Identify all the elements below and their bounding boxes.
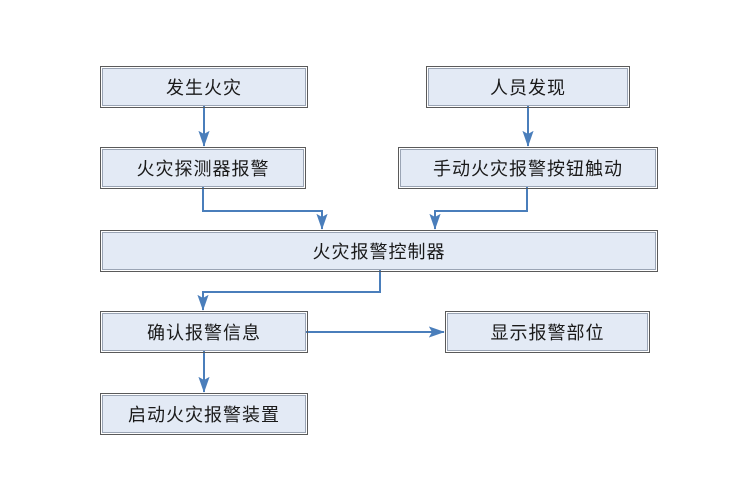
node-label-confirm: 确认报警信息 [147, 323, 261, 344]
edge-group [197, 106, 534, 393]
node-label-controller: 火灾报警控制器 [312, 242, 446, 263]
node-label-fire: 发生火灾 [166, 78, 242, 99]
node-label-detector: 火灾探测器报警 [136, 159, 270, 180]
node-display[interactable]: 显示报警部位 [445, 311, 650, 353]
node-controller[interactable]: 火灾报警控制器 [100, 230, 658, 272]
connector-detector-to-controller [202, 187, 328, 230]
node-fire[interactable]: 发生火灾 [100, 66, 308, 108]
node-label-manual: 手动火灾报警按钮触动 [433, 159, 623, 180]
node-manual[interactable]: 手动火灾报警按钮触动 [398, 147, 658, 189]
node-start_device[interactable]: 启动火灾报警装置 [100, 393, 308, 435]
connector-manual-to-controller [429, 187, 528, 230]
node-label-display: 显示报警部位 [490, 323, 605, 344]
node-label-person: 人员发现 [490, 78, 566, 99]
node-person[interactable]: 人员发现 [426, 66, 630, 108]
node-label-start_device: 启动火灾报警装置 [128, 405, 280, 426]
connector-controller-to-confirm [197, 270, 381, 311]
node-confirm[interactable]: 确认报警信息 [100, 311, 308, 353]
node-detector[interactable]: 火灾探测器报警 [100, 147, 306, 189]
